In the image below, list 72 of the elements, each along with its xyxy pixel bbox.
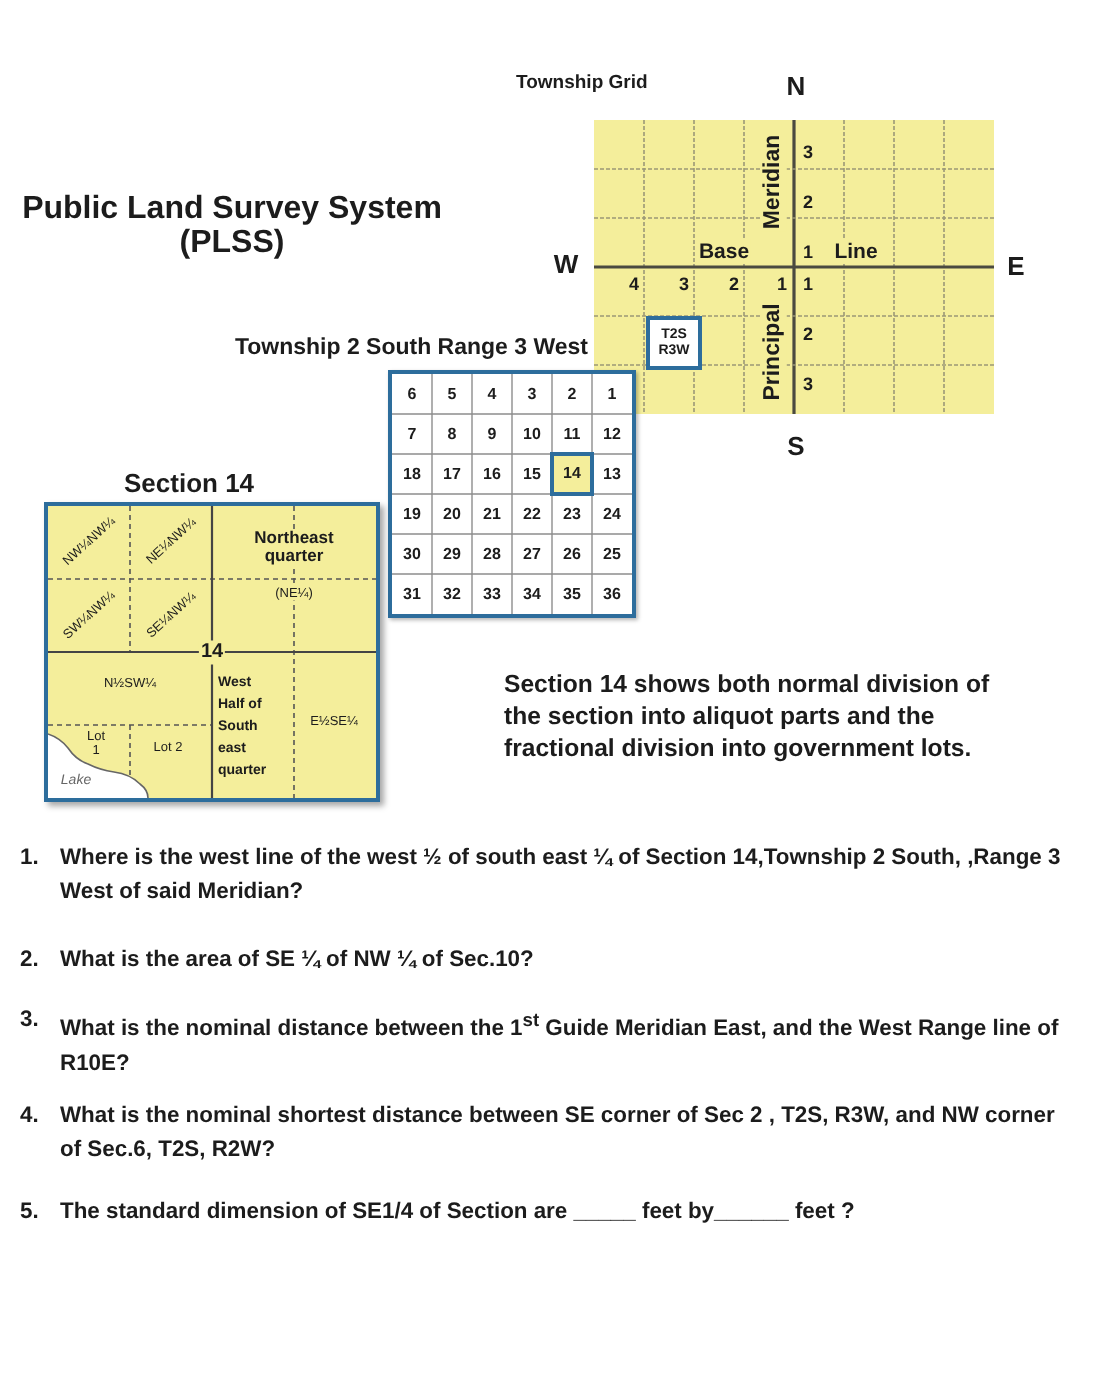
meridian-label: Meridian — [760, 132, 788, 232]
question-text: What is the nominal distance between the 1$^{st}$ Guide Meridian East, and the West Range line of R10E? — [60, 1008, 1061, 1080]
section-number: 30 — [403, 544, 421, 564]
section-number: 22 — [523, 504, 541, 524]
tier-number: 3 — [803, 373, 813, 395]
compass-letter: W — [553, 251, 579, 281]
question-number: 4. — [20, 1102, 39, 1132]
section-number: 1 — [607, 384, 617, 404]
compass-letter: N — [786, 73, 806, 103]
section-number: 5 — [447, 384, 457, 404]
tier-number: 1 — [803, 241, 813, 263]
range-number: 4 — [629, 273, 639, 295]
section-heading: Section 14 — [124, 468, 255, 500]
section-number: 36 — [603, 584, 621, 604]
highlighted-section — [550, 452, 594, 496]
section-number: 3 — [527, 384, 537, 404]
section-number: 14 — [198, 640, 226, 664]
section-number: 10 — [523, 424, 541, 444]
question-number: 2. — [20, 946, 39, 976]
section-number: 26 — [563, 544, 581, 564]
tier-number: 3 — [803, 141, 813, 163]
tier-number: 2 — [803, 323, 813, 345]
section-number: 16 — [483, 464, 501, 484]
section-number: 29 — [443, 544, 461, 564]
meridian-label: Principal — [760, 301, 788, 403]
question-text: What is the nominal shortest distance between SE corner of Sec 2 , T2S, R3W, and NW corner of Sec.6, T2S, R2W? — [60, 1102, 1057, 1166]
section-number: 6 — [407, 384, 417, 404]
section-number: 31 — [403, 584, 421, 604]
tier-number: 1 — [803, 273, 813, 295]
question-number: 1. — [20, 844, 39, 874]
section-number: 18 — [403, 464, 421, 484]
section-number: 15 — [523, 464, 541, 484]
section-number: 14 — [563, 465, 581, 483]
section-number: 17 — [443, 464, 461, 484]
section-number: 2 — [567, 384, 577, 404]
section-number: 11 — [563, 424, 581, 444]
compass-letter: E — [1007, 253, 1025, 283]
section-number: 7 — [407, 424, 417, 444]
range-number: 3 — [679, 273, 689, 295]
section-number: 25 — [603, 544, 621, 564]
question-number: 3. — [20, 1006, 39, 1036]
base-line-label: Line — [832, 239, 880, 265]
range-number: 1 — [777, 273, 787, 295]
question-number: 5. — [20, 1198, 39, 1228]
section-number: 4 — [487, 384, 497, 404]
section-number: 19 — [403, 504, 421, 524]
section-number: 35 — [563, 584, 581, 604]
question-text: What is the area of SE ¼ of NW ¼ of Sec.10? — [60, 946, 536, 976]
section-number: 21 — [483, 504, 501, 524]
section-number: 32 — [443, 584, 461, 604]
base-line-label: Base — [696, 239, 752, 265]
section-number: 28 — [483, 544, 501, 564]
section-number: 24 — [603, 504, 621, 524]
section-number: 20 — [443, 504, 461, 524]
section-number: 23 — [563, 504, 581, 524]
question-text: The standard dimension of SE1/4 of Section are _____ feet by______ feet ? — [60, 1198, 857, 1228]
grid-heading: Township Grid — [516, 72, 648, 95]
section-number: 33 — [483, 584, 501, 604]
table-heading: Township 2 South Range 3 West — [232, 336, 588, 364]
caption-text: Section 14 shows both normal division of the section into aliquot parts and the fractional division into government lots. — [504, 668, 992, 764]
section-number: 12 — [603, 424, 621, 444]
township-marker — [646, 316, 702, 370]
question-text: Where is the west line of the west ½ of south east ¼ of Section 14,Township 2 South, ,Range 3 West of said Meridian? — [60, 844, 1063, 908]
range-number: 2 — [729, 273, 739, 295]
section-number: 27 — [523, 544, 541, 564]
section-number: 9 — [487, 424, 497, 444]
section-number: 13 — [603, 464, 621, 484]
page-title: Public Land Survey System (PLSS) — [20, 192, 444, 260]
section-number: 8 — [447, 424, 457, 444]
tier-number: 2 — [803, 191, 813, 213]
section-number: 34 — [523, 584, 541, 604]
compass-letter: S — [787, 433, 805, 463]
